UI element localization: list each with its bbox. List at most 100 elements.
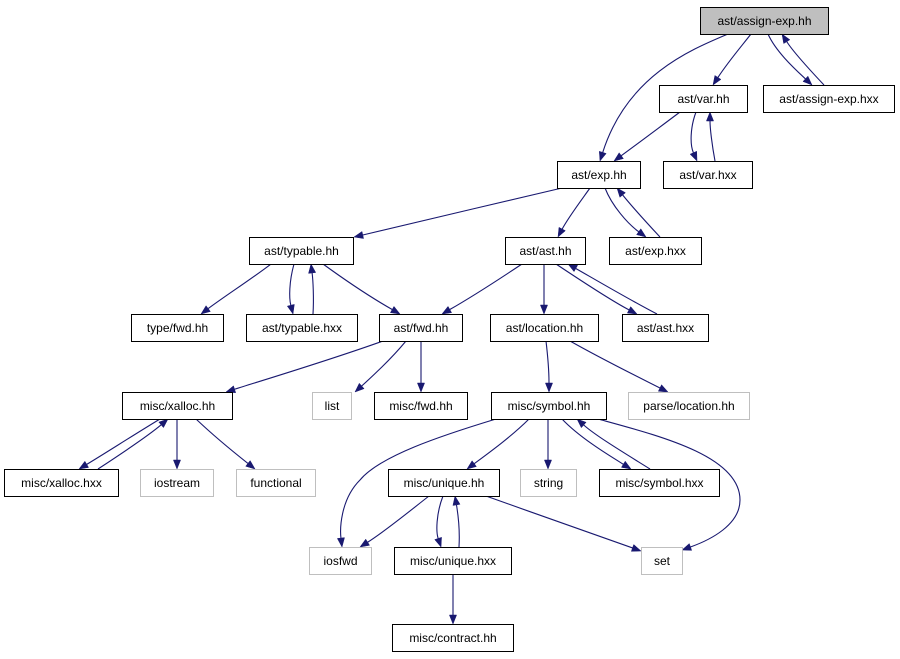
node-label: misc/contract.hh: [409, 631, 496, 645]
arrowhead-icon: [599, 150, 607, 162]
node-type-fwd-hh[interactable]: type/fwd.hh: [131, 314, 224, 342]
node-box: [628, 392, 750, 420]
arrowhead-icon: [308, 263, 317, 274]
node-box: [4, 469, 119, 497]
node-box: [379, 314, 463, 342]
node-ast-fwd-hh[interactable]: ast/fwd.hh: [379, 314, 463, 342]
arrowhead-icon: [681, 543, 693, 551]
node-box: [622, 314, 709, 342]
node-label: misc/symbol.hxx: [615, 476, 703, 490]
edge-ast-assign-exp-hh-to-ast-assign-exp-hxx: [767, 33, 813, 86]
edge-ast-typable-hxx-to-ast-typable-hh: [308, 263, 317, 315]
node-misc-symbol-hxx[interactable]: misc/symbol.hxx: [599, 469, 720, 497]
node-ast-typable-hxx[interactable]: ast/typable.hxx: [246, 314, 358, 342]
edge-ast-exp-hh-to-ast-ast-hh: [557, 187, 591, 238]
edge-ast-ast-hh-to-ast-fwd-hh: [441, 263, 523, 315]
node-ast-assign-exp-hxx[interactable]: ast/assign-exp.hxx: [763, 85, 895, 113]
node-box: [763, 85, 895, 113]
arrowhead-icon: [781, 33, 791, 44]
edge-ast-var-hxx-to-ast-var-hh: [706, 111, 716, 162]
node-functional: functional: [236, 469, 316, 497]
node-ast-location-hh[interactable]: ast/location.hh: [490, 314, 599, 342]
node-box: [505, 237, 586, 265]
edge-misc-symbol-hh-to-misc-unique-hh: [466, 418, 530, 470]
edge-ast-exp-hh-to-ast-exp-hxx: [604, 187, 647, 238]
edge-ast-assign-exp-hxx-to-ast-assign-exp-hh: [781, 33, 825, 86]
arrowhead-icon: [616, 187, 626, 198]
node-box: [236, 469, 316, 497]
node-label: misc/unique.hh: [404, 476, 485, 490]
node-label: ast/typable.hh: [264, 244, 339, 258]
node-box: [309, 547, 372, 575]
node-box: [392, 624, 514, 652]
node-box: [700, 7, 829, 35]
node-iostream: iostream: [140, 469, 214, 497]
node-misc-unique-hh[interactable]: misc/unique.hh: [388, 469, 500, 497]
node-misc-symbol-hh[interactable]: misc/symbol.hh: [491, 392, 607, 420]
node-box: [140, 469, 214, 497]
edge-ast-fwd-hh-to-misc-fwd-hh: [417, 340, 425, 393]
node-iosfwd: iosfwd: [309, 547, 372, 575]
node-misc-unique-hxx[interactable]: misc/unique.hxx: [394, 547, 512, 575]
node-box: [388, 469, 500, 497]
node-misc-fwd-hh[interactable]: misc/fwd.hh: [374, 392, 468, 420]
edge-misc-xalloc-hxx-to-misc-xalloc-hh: [97, 418, 169, 470]
node-label: ast/exp.hh: [571, 168, 626, 182]
edge-misc-unique-hh-to-misc-unique-hxx: [434, 495, 444, 548]
node-ast-ast-hxx[interactable]: ast/ast.hxx: [622, 314, 709, 342]
edge-misc-symbol-hxx-to-misc-symbol-hh: [576, 418, 651, 470]
edge-ast-var-hh-to-ast-var-hxx: [689, 111, 698, 162]
node-ast-assign-exp-hh[interactable]: ast/assign-exp.hh: [700, 7, 829, 35]
node-ast-typable-hh[interactable]: ast/typable.hh: [249, 237, 354, 265]
arrowhead-icon: [802, 75, 813, 86]
edge-ast-typable-hh-to-ast-fwd-hh: [322, 263, 401, 315]
node-label: ast/ast.hh: [519, 244, 571, 258]
node-ast-ast-hh[interactable]: ast/ast.hh: [505, 237, 586, 265]
arrowhead-icon: [545, 382, 553, 393]
arrowhead-icon: [544, 459, 552, 470]
arrowhead-icon: [636, 228, 647, 238]
node-label: set: [654, 554, 671, 568]
node-box: [609, 237, 702, 265]
edge-ast-typable-hh-to-ast-typable-hxx: [286, 263, 295, 315]
arrowhead-icon: [336, 537, 345, 548]
node-box: [599, 469, 720, 497]
arrowhead-icon: [359, 538, 370, 548]
nodes-layer: ast/assign-exp.hh ast/var.hh ast/assign-ex…: [4, 7, 895, 652]
node-box: [131, 314, 224, 342]
edge-ast-ast-hxx-to-ast-ast-hh: [567, 263, 658, 315]
node-label: ast/var.hxx: [679, 168, 736, 182]
arrowhead-icon: [613, 152, 624, 162]
arrowhead-icon: [434, 536, 442, 548]
arrowhead-icon: [657, 384, 669, 393]
arrowhead-icon: [626, 306, 638, 315]
node-misc-xalloc-hxx[interactable]: misc/xalloc.hxx: [4, 469, 119, 497]
node-misc-contract-hh[interactable]: misc/contract.hh: [392, 624, 514, 652]
node-ast-exp-hxx[interactable]: ast/exp.hxx: [609, 237, 702, 265]
node-box: [312, 392, 352, 420]
node-list: list: [312, 392, 352, 420]
edge-misc-symbol-hh-to-iosfwd: [336, 418, 497, 548]
node-box: [246, 314, 358, 342]
arrowhead-icon: [466, 460, 477, 470]
arrowhead-icon: [417, 382, 425, 393]
arrowhead-icon: [630, 544, 642, 552]
edge-misc-unique-hh-to-set: [485, 495, 642, 552]
node-ast-exp-hh[interactable]: ast/exp.hh: [557, 161, 641, 189]
node-box: [520, 469, 577, 497]
node-label: string: [534, 476, 563, 490]
node-ast-var-hh[interactable]: ast/var.hh: [659, 85, 748, 113]
node-misc-xalloc-hh[interactable]: misc/xalloc.hh: [122, 392, 233, 420]
arrowhead-icon: [353, 231, 364, 239]
arrowhead-icon: [225, 385, 237, 393]
node-label: parse/location.hh: [643, 399, 734, 413]
node-string: string: [520, 469, 577, 497]
arrowhead-icon: [200, 305, 211, 315]
node-box: [490, 314, 599, 342]
edge-ast-location-hh-to-parse-location-hh: [569, 340, 669, 393]
node-label: iosfwd: [323, 554, 357, 568]
edge-misc-symbol-hh-to-misc-symbol-hxx: [561, 418, 632, 470]
edges-layer: [78, 33, 825, 625]
arrowhead-icon: [441, 305, 453, 315]
node-ast-var-hxx[interactable]: ast/var.hxx: [663, 161, 753, 189]
